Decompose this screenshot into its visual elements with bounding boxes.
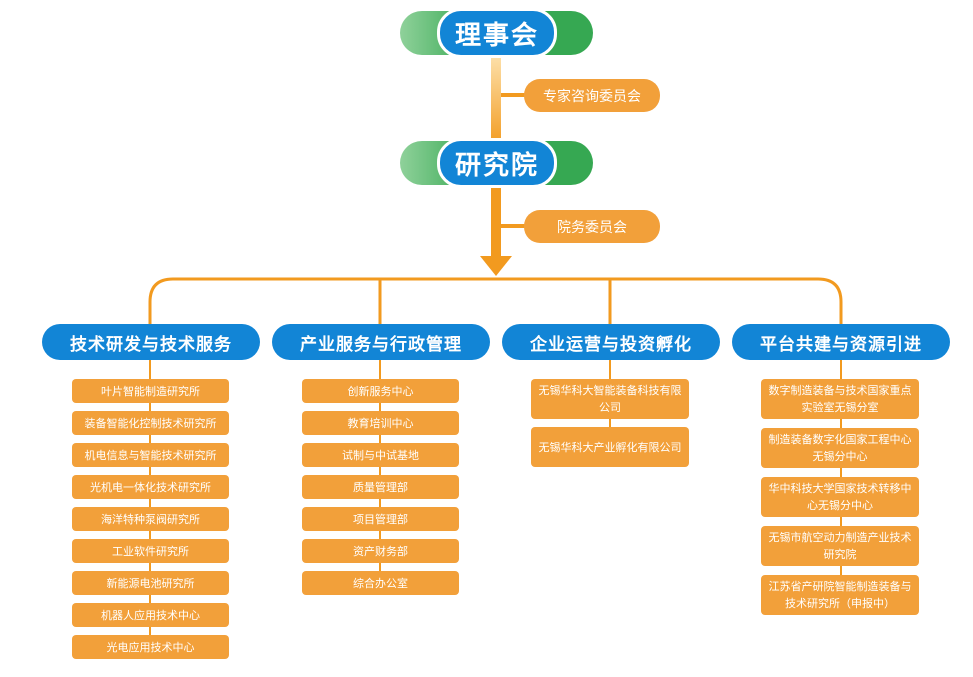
dept-head-admin[interactable]: 产业服务与行政管理 [272, 324, 490, 360]
dept-item-label: 无锡市航空动力制造产业技术研究院 [768, 531, 912, 561]
dept-item[interactable]: 机器人应用技术中心 [72, 603, 229, 627]
dept-item-label: 机电信息与智能技术研究所 [84, 448, 217, 462]
institute-label: 研究院 [454, 150, 539, 181]
affairs-committee-node[interactable]: 院务委员会 [524, 210, 660, 243]
dept-item-label: 试制与中试基地 [342, 448, 419, 462]
dept-item[interactable]: 资产财务部 [302, 539, 459, 563]
affairs-committee-label: 院务委员会 [557, 219, 627, 236]
dept-head-rd[interactable]: 技术研发与技术服务 [42, 324, 260, 360]
dept-item[interactable]: 综合办公室 [302, 571, 459, 595]
dept-item[interactable]: 无锡华科大产业孵化有限公司 [531, 427, 689, 467]
dept-item[interactable]: 江苏省产研院智能制造装备与技术研究所（申报中） [761, 575, 919, 615]
dept-item-label: 制造装备数字化国家工程中心无锡分中心 [768, 433, 912, 463]
dept-item[interactable]: 教育培训中心 [302, 411, 459, 435]
dept-item[interactable]: 光电应用技术中心 [72, 635, 229, 659]
dept-item-label: 创新服务中心 [347, 384, 414, 398]
dept-item-label: 综合办公室 [353, 576, 408, 590]
dept-item-label: 资产财务部 [353, 544, 408, 558]
dept-item[interactable]: 项目管理部 [302, 507, 459, 531]
dept-item[interactable]: 无锡市航空动力制造产业技术研究院 [761, 526, 919, 566]
dept-item[interactable]: 创新服务中心 [302, 379, 459, 403]
dept-item[interactable]: 海洋特种泵阀研究所 [72, 507, 229, 531]
dept-head-admin-label: 产业服务与行政管理 [300, 334, 462, 355]
dept-item-label: 无锡华科大智能装备科技有限公司 [538, 384, 682, 414]
council-node[interactable]: 理事会 [437, 8, 557, 58]
dept-item[interactable]: 机电信息与智能技术研究所 [72, 443, 229, 467]
dept-item-label: 教育培训中心 [347, 416, 414, 430]
dept-item-label: 无锡华科大产业孵化有限公司 [538, 440, 682, 454]
dept-item-label: 工业软件研究所 [112, 544, 189, 558]
dept-head-rd-label: 技术研发与技术服务 [70, 334, 232, 355]
dept-item-label: 项目管理部 [353, 512, 408, 526]
dept-item-label: 新能源电池研究所 [106, 576, 195, 590]
dept-item-label: 数字制造装备与技术国家重点实验室无锡分室 [768, 384, 912, 414]
dept-item-label: 海洋特种泵阀研究所 [101, 512, 200, 526]
dept-item-label: 机器人应用技术中心 [101, 608, 200, 622]
dept-item[interactable]: 叶片智能制造研究所 [72, 379, 229, 403]
dept-item[interactable]: 光机电一体化技术研究所 [72, 475, 229, 499]
dept-item-label: 装备智能化控制技术研究所 [84, 416, 217, 430]
dept-item-label: 华中科技大学国家技术转移中心无锡分中心 [768, 482, 912, 512]
council-label: 理事会 [454, 20, 539, 51]
expert-committee-label: 专家咨询委员会 [543, 88, 641, 105]
expert-committee-node[interactable]: 专家咨询委员会 [524, 79, 660, 112]
dept-item-label: 质量管理部 [353, 480, 408, 494]
dept-item-label: 光机电一体化技术研究所 [90, 480, 211, 494]
dept-item-label: 江苏省产研院智能制造装备与技术研究所（申报中） [768, 580, 912, 610]
dept-head-incubation-label: 企业运营与投资孵化 [530, 334, 692, 355]
dept-item[interactable]: 装备智能化控制技术研究所 [72, 411, 229, 435]
dept-item[interactable]: 试制与中试基地 [302, 443, 459, 467]
dept-item[interactable]: 质量管理部 [302, 475, 459, 499]
dept-head-platform-label: 平台共建与资源引进 [760, 334, 922, 355]
dept-item[interactable]: 制造装备数字化国家工程中心无锡分中心 [761, 428, 919, 468]
dept-head-platform[interactable]: 平台共建与资源引进 [732, 324, 950, 360]
dept-item-label: 光电应用技术中心 [106, 640, 195, 654]
institute-node[interactable]: 研究院 [437, 138, 557, 188]
dept-item[interactable]: 华中科技大学国家技术转移中心无锡分中心 [761, 477, 919, 517]
dept-item[interactable]: 工业软件研究所 [72, 539, 229, 563]
dept-item[interactable]: 新能源电池研究所 [72, 571, 229, 595]
dept-item-label: 叶片智能制造研究所 [101, 384, 200, 398]
dept-item[interactable]: 数字制造装备与技术国家重点实验室无锡分室 [761, 379, 919, 419]
dept-head-incubation[interactable]: 企业运营与投资孵化 [502, 324, 720, 360]
dept-item[interactable]: 无锡华科大智能装备科技有限公司 [531, 379, 689, 419]
